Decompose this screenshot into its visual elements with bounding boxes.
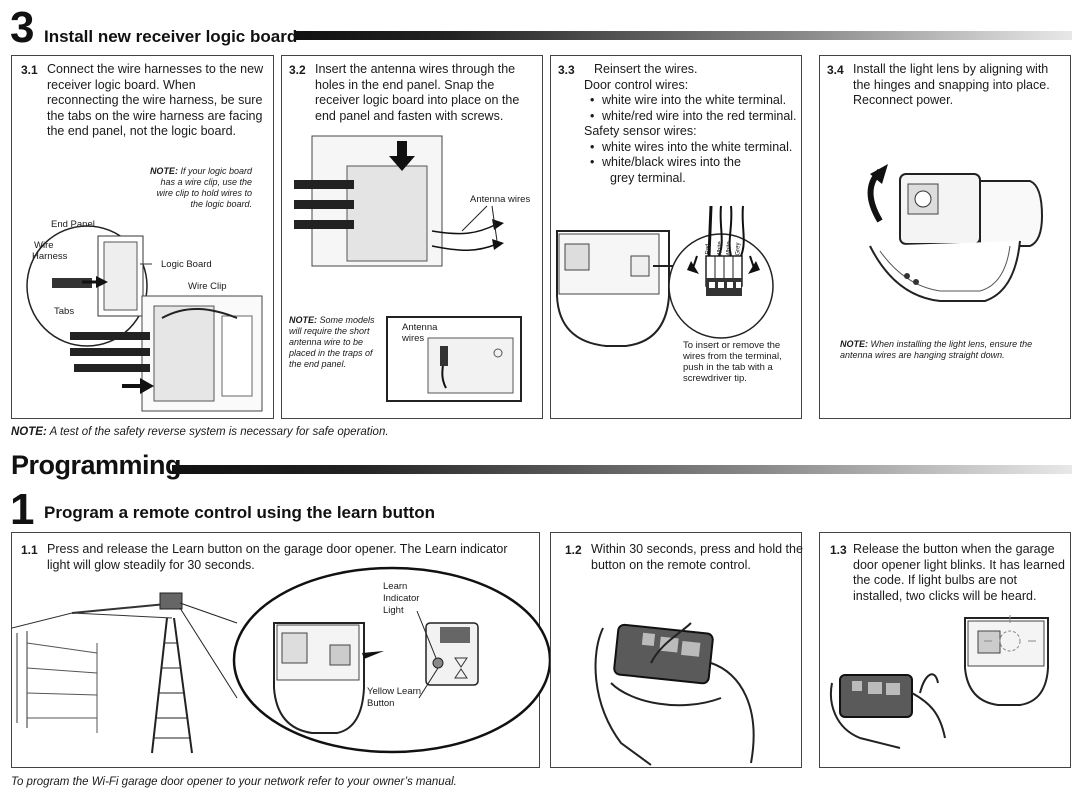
note-text: When installing the light lens, ensure t… bbox=[840, 339, 1033, 360]
light-lens-illustration bbox=[867, 164, 1044, 302]
label-wire-clip: Wire Clip bbox=[188, 281, 227, 292]
inset-label-wires: wires bbox=[402, 333, 425, 344]
note-text: If your logic board has a wire clip, use… bbox=[156, 166, 252, 209]
label-tabs: Tabs bbox=[54, 306, 75, 317]
step-3-2-panel: 3.2 Insert the antenna wires through the… bbox=[281, 55, 543, 419]
caption-line: screwdriver tip. bbox=[683, 373, 747, 384]
step-number: 3.1 bbox=[21, 63, 38, 77]
step-intro: Reinsert the wires. bbox=[594, 62, 698, 76]
step-number: 3.4 bbox=[827, 63, 844, 77]
inset-label-antenna: Antenna bbox=[402, 322, 438, 333]
step-text: Release the button when the garage door … bbox=[853, 542, 1065, 603]
wifi-note: To program the Wi-Fi garage door opener … bbox=[11, 776, 457, 788]
safety-wire-list: white wires into the white terminal. whi… bbox=[584, 140, 800, 171]
label-antenna-wires: Antenna wires bbox=[470, 194, 531, 205]
section-title-bar bbox=[296, 31, 1072, 40]
label-yellow-learn: Yellow Learn bbox=[367, 686, 422, 697]
step-3-4-panel: 3.4 Install the light lens by aligning w… bbox=[819, 55, 1071, 419]
programming-step-title: Program a remote control using the learn… bbox=[44, 503, 436, 522]
garage-learn-button-illustration bbox=[11, 566, 552, 754]
note-label: NOTE: bbox=[289, 315, 317, 325]
caption-line: To insert or remove the bbox=[683, 340, 781, 351]
step-number: 1.2 bbox=[565, 543, 582, 557]
terminal-label-grey: Grey bbox=[735, 242, 742, 256]
step-1-3-panel: 1.3 Release the button when the garage d… bbox=[819, 532, 1071, 768]
step-1-2-panel: 1.2 Within 30 seconds, press and hold th… bbox=[550, 532, 803, 768]
caption-line: push in the tab with a bbox=[683, 362, 773, 373]
label-learn: Learn bbox=[383, 581, 408, 592]
terminal-caption: To insert or remove the wires from the t… bbox=[683, 340, 801, 384]
step-note: NOTE: Some models will require the short… bbox=[289, 315, 379, 370]
terminal-label-white-2: White bbox=[726, 241, 733, 257]
step-number: 1.1 bbox=[21, 543, 38, 557]
list-item: white/red wire into the red terminal. bbox=[584, 109, 800, 125]
label-end-panel: End Panel bbox=[51, 219, 95, 230]
safety-note: NOTE: A test of the safety reverse syste… bbox=[11, 426, 389, 438]
door-wire-list: white wire into the white terminal. whit… bbox=[584, 93, 800, 124]
step-number: 1.3 bbox=[830, 543, 847, 557]
logic-board-illustration bbox=[26, 225, 263, 412]
caption-line: wires from the terminal, bbox=[683, 351, 782, 362]
label-logic-board: Logic Board bbox=[161, 259, 212, 270]
note-label: NOTE: bbox=[149, 166, 178, 176]
step-text: Install the light lens by aligning with … bbox=[853, 62, 1050, 107]
step-text: Within 30 seconds, press and hold the bu… bbox=[591, 542, 803, 572]
label-indicator: Indicator bbox=[383, 593, 420, 604]
label-button: Button bbox=[367, 698, 395, 709]
section-number: 3 bbox=[10, 3, 35, 52]
terminal-label-red: Red bbox=[705, 243, 712, 255]
label-light: Light bbox=[383, 605, 404, 616]
label-harness: Harness bbox=[32, 251, 68, 262]
step-text: Connect the wire harnesses to the new re… bbox=[47, 62, 264, 138]
step-number: 3.2 bbox=[289, 63, 306, 77]
note-label: NOTE: bbox=[11, 426, 47, 438]
note-label: NOTE: bbox=[840, 339, 868, 349]
safety-heading: Safety sensor wires: bbox=[584, 124, 697, 138]
programming-step-number: 1 bbox=[10, 485, 35, 534]
antenna-inset: Antenna wires bbox=[386, 316, 522, 402]
terminal-illustration bbox=[556, 205, 774, 347]
step-3-1-panel: 3.1 Connect the wire harnesses to the ne… bbox=[11, 55, 274, 419]
step-3-3-panel: 3.3 Reinsert the wires. Door control wir… bbox=[550, 55, 802, 419]
section-title: Install new receiver logic board bbox=[44, 27, 298, 46]
note-text: Some models will require the short anten… bbox=[289, 315, 375, 369]
remote-press-illustration bbox=[594, 622, 755, 766]
antenna-trap-illustration bbox=[427, 337, 514, 394]
step-text: Reinsert the wires. Door control wires: … bbox=[584, 62, 800, 186]
light-blink-illustration bbox=[830, 615, 1049, 749]
list-item: white wire into the white terminal. bbox=[584, 93, 800, 109]
programming-title-bar bbox=[172, 465, 1072, 474]
step-note: NOTE: If your logic board has a wire cli… bbox=[142, 166, 252, 210]
step-1-1-panel: 1.1 Press and release the Learn button o… bbox=[11, 532, 552, 768]
step-text: Press and release the Learn button on th… bbox=[47, 542, 508, 572]
list-item: white wires into the white terminal. bbox=[584, 140, 800, 156]
terminal-label-white-1: White bbox=[717, 241, 724, 257]
programming-title: Programming bbox=[11, 450, 182, 480]
door-heading: Door control wires: bbox=[584, 77, 689, 92]
step-number: 3.3 bbox=[558, 63, 575, 77]
note-text: A test of the safety reverse system is n… bbox=[49, 426, 389, 438]
step-text: Insert the antenna wires through the hol… bbox=[315, 62, 520, 123]
end-panel-illustration bbox=[294, 135, 504, 267]
label-wire: Wire bbox=[34, 240, 54, 251]
safety-cont: grey terminal. bbox=[610, 170, 686, 185]
list-item: white/black wires into the bbox=[584, 155, 800, 171]
step-note: NOTE: When installing the light lens, en… bbox=[840, 339, 1065, 361]
